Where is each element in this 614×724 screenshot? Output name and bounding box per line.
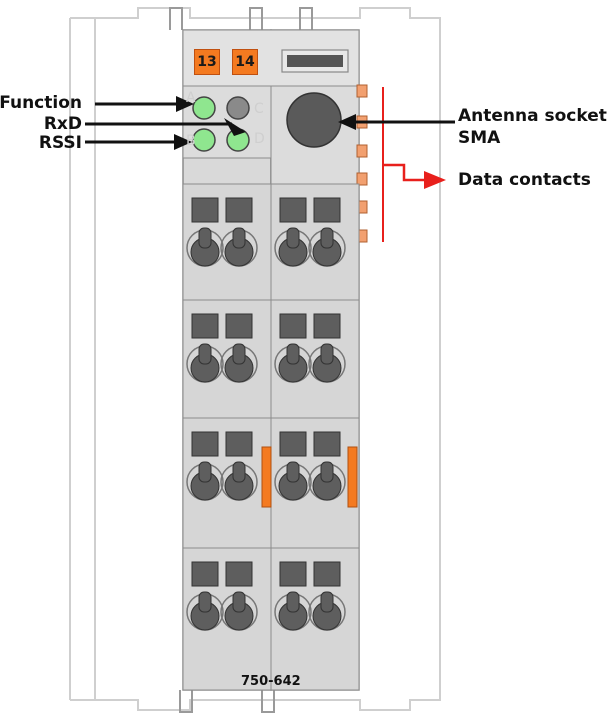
terminal-section	[182, 183, 272, 301]
terminal-section	[182, 417, 272, 549]
terminal-section	[182, 299, 272, 419]
tag-14: 14	[232, 49, 258, 75]
label-antenna-socket: Antenna socket	[458, 106, 607, 126]
terminal-section	[270, 417, 360, 549]
label-sma: SMA	[458, 128, 501, 148]
label-data-contacts: Data contacts	[458, 170, 591, 190]
terminal-section	[182, 547, 272, 691]
din-rail	[69, 7, 441, 711]
data-contacts-arrow	[384, 163, 446, 189]
led-rssi	[192, 128, 216, 152]
terminal-blocks	[182, 183, 360, 691]
jumper-left	[261, 446, 272, 508]
pointer-arrows	[85, 96, 455, 150]
led-c	[226, 96, 250, 120]
terminal-section	[270, 183, 360, 301]
led-function	[192, 96, 216, 120]
antenna-socket	[286, 92, 342, 148]
label-rssi: RSSI	[38, 133, 82, 153]
terminal-section	[270, 547, 360, 691]
led-letter-c: C	[254, 101, 264, 117]
top-clips	[169, 7, 313, 30]
terminal-section	[270, 299, 360, 419]
label-rxd: RxD	[43, 114, 82, 134]
label-function: Function	[0, 93, 82, 113]
led-letter-d: D	[254, 131, 265, 147]
tag-13: 13	[194, 49, 220, 75]
bottom-clips	[179, 690, 275, 713]
led-letter-b: B	[186, 133, 196, 149]
led-letter-a: A	[186, 90, 196, 106]
part-number: 750-642	[241, 674, 301, 689]
jumper-right	[347, 446, 358, 508]
